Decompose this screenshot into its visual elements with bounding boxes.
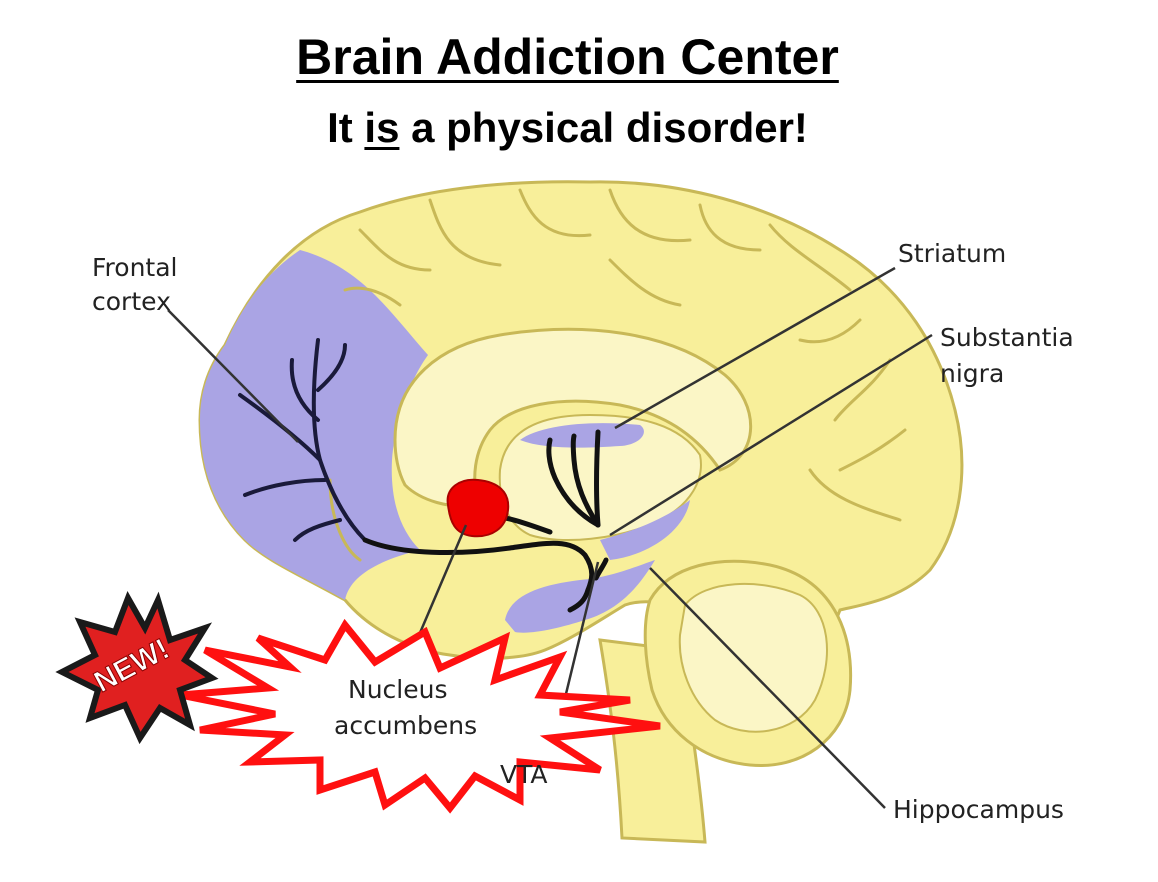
new-badge-starburst-icon bbox=[55, 590, 219, 745]
cerebellum-inner bbox=[678, 582, 828, 733]
slide-subtitle: It is a physical disorder! bbox=[0, 104, 1135, 152]
slide-title: Brain Addiction Center bbox=[296, 29, 839, 85]
label-frontal-cortex-line1: Frontal bbox=[92, 253, 178, 282]
label-vta: VTA bbox=[500, 760, 548, 789]
label-substantia-nigra-line2: nigra bbox=[940, 359, 1004, 388]
label-substantia-nigra-line1: Substantia bbox=[940, 323, 1074, 352]
label-nucleus-accumbens-line2: accumbens bbox=[334, 711, 477, 740]
brain-gyri bbox=[328, 188, 907, 562]
label-hippocampus: Hippocampus bbox=[893, 795, 1064, 824]
subtitle-prefix: It bbox=[327, 104, 365, 151]
subtitle-suffix: a physical disorder! bbox=[399, 104, 808, 151]
subtitle-emphasis: is bbox=[364, 104, 400, 151]
label-nucleus-accumbens-line1: Nucleus bbox=[348, 675, 448, 704]
nucleus-accumbens-blob bbox=[446, 478, 510, 538]
label-frontal-cortex-line2: cortex bbox=[92, 287, 171, 316]
new-badge: NEW! bbox=[55, 590, 219, 745]
hippocampus-region bbox=[505, 560, 655, 633]
label-striatum: Striatum bbox=[898, 239, 1006, 268]
substantia-nigra-region bbox=[600, 500, 690, 560]
dopamine-pathways bbox=[362, 429, 609, 613]
starburst-callout bbox=[179, 618, 661, 814]
